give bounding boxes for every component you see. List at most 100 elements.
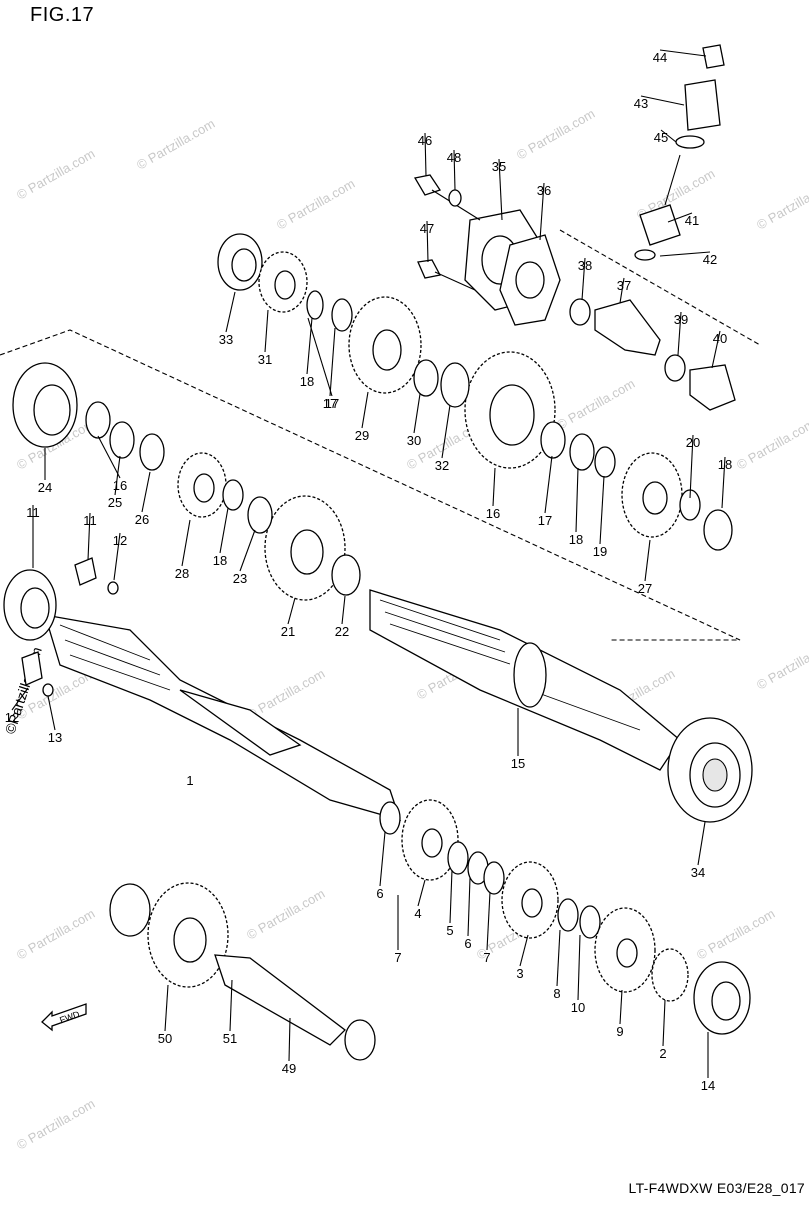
leader-line [619, 989, 623, 1025]
callout-4: 4 [414, 906, 421, 921]
bolt-12b [42, 683, 54, 697]
subassembly-outline [0, 229, 761, 641]
clip-11b [21, 651, 43, 686]
bearing-13 [693, 961, 751, 1035]
leader-line [659, 49, 707, 57]
callout-22: 22 [335, 624, 349, 639]
gear-2 [651, 948, 689, 1002]
leader-line [577, 934, 581, 1001]
watermark-text: © Partzilla.com [14, 146, 97, 203]
callout-5: 5 [446, 923, 453, 938]
gear-15 [464, 351, 556, 469]
watermark-text: © Partzilla.com [134, 116, 217, 173]
leader-line [644, 539, 651, 582]
callout-29: 29 [355, 428, 369, 443]
leader-line [539, 182, 545, 241]
callout-6: 6 [464, 936, 471, 951]
leader-line [424, 132, 427, 177]
callout-43: 43 [634, 96, 648, 111]
leader-line [711, 330, 721, 369]
leader-line [239, 529, 256, 572]
leader-line [288, 1017, 291, 1062]
callout-39: 39 [674, 312, 688, 327]
callout-40: 40 [713, 331, 727, 346]
leader-line [689, 434, 694, 499]
gear-4 [401, 799, 459, 881]
callout-2: 2 [659, 1046, 666, 1061]
leader-line [164, 984, 169, 1032]
watermark-text: © Partzilla.com [244, 886, 327, 943]
callout-7: 7 [483, 950, 490, 965]
callout-16: 16 [486, 506, 500, 521]
leader-line [659, 251, 711, 257]
watermark-text: © Partzilla.com [754, 636, 809, 693]
washers-lower [379, 801, 601, 939]
leader-line [417, 879, 426, 907]
callout-17: 17 [538, 513, 552, 528]
leader-line [575, 467, 579, 533]
callout-20: 20 [686, 435, 700, 450]
callout-28: 28 [175, 566, 189, 581]
gear-39 [639, 154, 681, 246]
fwd-arrow-icon: FWD [41, 1003, 87, 1032]
callout-18: 18 [718, 457, 732, 472]
callout-41: 41 [685, 213, 699, 228]
leader-line [287, 597, 296, 625]
leader-line [556, 929, 561, 987]
washers-upper [85, 290, 733, 596]
gear-48 [147, 882, 229, 988]
callout-50: 50 [158, 1031, 172, 1046]
callout-1: 1 [186, 773, 193, 788]
callout-48: 48 [447, 150, 461, 165]
bearing-32 [667, 717, 753, 823]
leader-line [519, 934, 529, 967]
leader-line [307, 317, 333, 397]
gear-27 [348, 296, 422, 394]
callout-11: 11 [83, 513, 97, 528]
gear-19 [264, 495, 346, 601]
gear-29 [258, 251, 308, 313]
leader-line [225, 291, 236, 333]
bolt-44 [413, 174, 481, 221]
callout-14: 14 [701, 1078, 715, 1093]
bolt-12a [107, 581, 119, 595]
callout-12: 12 [5, 710, 19, 725]
gear-25 [621, 452, 683, 538]
watermark-text: © Partzilla.com [734, 416, 809, 473]
callout-46: 46 [418, 133, 432, 148]
callout-36: 36 [537, 183, 551, 198]
callout-23: 23 [233, 571, 247, 586]
watermark-text: © Partzilla.com [14, 1096, 97, 1153]
main-shaft [44, 614, 402, 821]
callout-17: 17 [325, 396, 339, 411]
callout-19: 19 [593, 544, 607, 559]
watermark-text: © Partzilla.com [554, 376, 637, 433]
callout-9: 9 [616, 1024, 623, 1039]
callout-44: 44 [653, 50, 667, 65]
leader-lines [11, 49, 726, 1078]
bearing-31 [217, 233, 263, 291]
leader-line [97, 435, 121, 479]
callout-47: 47 [420, 221, 434, 236]
callout-15: 15 [511, 756, 525, 771]
leader-line [219, 507, 229, 554]
callout-25: 25 [108, 495, 122, 510]
callout-34: 34 [691, 865, 705, 880]
watermark-text: © Partzilla.com [274, 176, 357, 233]
leader-line [667, 212, 693, 223]
housing-41 [684, 79, 721, 131]
callout-3: 3 [516, 966, 523, 981]
leader-line [449, 869, 453, 924]
watermark-text: © Partzilla.com [14, 906, 97, 963]
figure-title: FIG.17 [30, 4, 95, 26]
leader-line [361, 391, 369, 429]
callout-12: 12 [113, 533, 127, 548]
countershaft [369, 589, 681, 771]
watermark-text: © Partzilla.com [754, 176, 809, 233]
watermark-text: © Partzilla.com [514, 106, 597, 163]
callout-6: 6 [376, 886, 383, 901]
gear-8 [594, 907, 656, 993]
leader-line [492, 467, 496, 507]
washer-46 [448, 189, 462, 207]
